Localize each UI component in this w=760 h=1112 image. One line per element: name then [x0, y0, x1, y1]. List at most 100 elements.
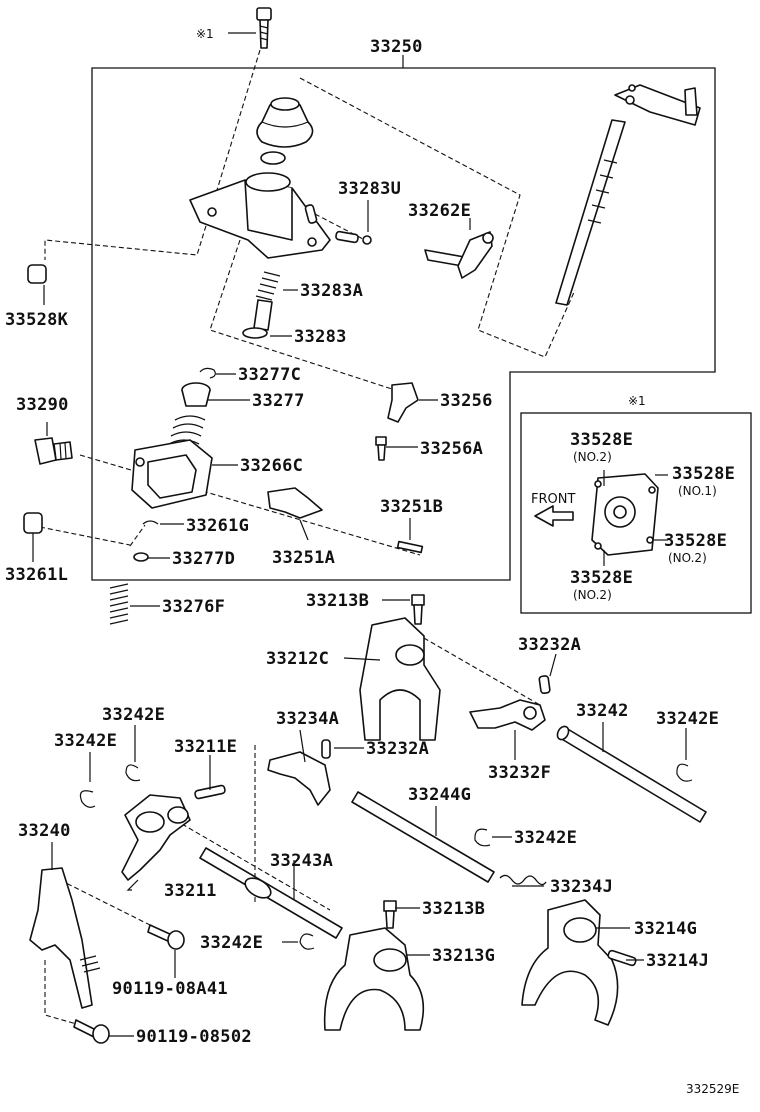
- label-33266C: 33266C: [240, 456, 303, 476]
- ball-icon: [362, 235, 372, 245]
- label-33256: 33256: [440, 391, 493, 411]
- ring-33242E-right-icon: [676, 763, 693, 782]
- inset-label-3-sub: (NO.2): [668, 551, 707, 565]
- label-33214G: 33214G: [634, 919, 697, 939]
- label-33251A: 33251A: [272, 548, 335, 568]
- spring-33234J-icon: [499, 874, 547, 886]
- pin-33251B-icon: [396, 540, 424, 554]
- reference-code: 332529E: [686, 1082, 739, 1096]
- inset-label-1-sub: (NO.2): [573, 450, 612, 464]
- lever-33240-icon: [29, 867, 101, 1009]
- ring-33242E-low-icon: [299, 933, 315, 950]
- boot-icon: [256, 97, 314, 165]
- plate-33266C-icon: [131, 439, 213, 509]
- inset-case-icon: [534, 473, 659, 556]
- label-33283: 33283: [294, 327, 347, 347]
- bolt-33256A-icon: [375, 436, 387, 461]
- label-33232A-top: 33232A: [518, 635, 581, 655]
- pin-33211E-icon: [194, 784, 226, 800]
- fork-33213G-icon: [323, 927, 425, 1031]
- pin-33214J-icon: [607, 949, 637, 967]
- label-33251B: 33251B: [380, 497, 443, 517]
- pin-33232A-top-icon: [538, 675, 551, 695]
- label-33213B-top: 33213B: [306, 591, 369, 611]
- label-33211E: 33211E: [174, 737, 237, 757]
- seat-33277D-icon: [133, 552, 149, 562]
- seat-33277-icon: [181, 382, 211, 407]
- shaft-33244G-icon: [351, 791, 495, 883]
- label-33277: 33277: [252, 391, 305, 411]
- label-33277D: 33277D: [172, 549, 235, 569]
- inset-label-3: 33528E: [664, 531, 727, 551]
- label-33261G: 33261G: [186, 516, 249, 536]
- label-33240: 33240: [18, 821, 71, 841]
- fork-head-33234A-icon: [267, 751, 331, 806]
- lever-33262E-icon: [424, 231, 494, 279]
- inset-label-1: 33528E: [570, 430, 633, 450]
- label-33262E: 33262E: [408, 201, 471, 221]
- label-90119-08502: 90119-08502: [136, 1027, 252, 1047]
- part-33232F-icon: [469, 699, 546, 731]
- inset-label-2-sub: (NO.1): [678, 484, 717, 498]
- note-marker-top: ※1: [196, 27, 214, 41]
- pin-icon: [335, 230, 359, 244]
- lever-33211-icon: [121, 794, 191, 881]
- spring-33276F-icon: [109, 583, 129, 625]
- label-33283A: 33283A: [300, 281, 363, 301]
- pin-33283U-icon: [304, 204, 318, 224]
- snap-ring-33277C-icon: [199, 367, 216, 379]
- bolt-33213B-top-icon: [411, 594, 425, 625]
- bolt-90119-08A41-icon: [147, 924, 185, 950]
- shift-shaft-icon: [555, 84, 701, 306]
- inset-note-marker: ※1: [628, 394, 646, 408]
- ring-33242E-mid-icon: [474, 828, 491, 847]
- label-33242E-b: 33242E: [54, 731, 117, 751]
- label-33234A: 33234A: [276, 709, 339, 729]
- pin-33283-icon: [242, 299, 273, 339]
- lever-33256-icon: [387, 382, 419, 423]
- label-33250: 33250: [370, 37, 423, 57]
- plug-33261L-icon: [23, 512, 43, 534]
- label-33261L: 33261L: [5, 565, 68, 585]
- plug-33528K-icon: [27, 264, 47, 284]
- label-33243A: 33243A: [270, 851, 333, 871]
- label-90119-08A41: 90119-08A41: [112, 979, 228, 999]
- bolt-90119-08502-icon: [73, 1019, 110, 1044]
- label-33212C: 33212C: [266, 649, 329, 669]
- label-33234J: 33234J: [550, 877, 613, 897]
- label-33283U: 33283U: [338, 179, 401, 199]
- shaft-33242-icon: [556, 725, 707, 823]
- label-33244G: 33244G: [408, 785, 471, 805]
- label-33213G: 33213G: [432, 946, 495, 966]
- inset-label-2: 33528E: [672, 464, 735, 484]
- label-33528K: 33528K: [5, 310, 69, 330]
- ring-33242E-a-icon: [79, 790, 96, 808]
- label-33256A: 33256A: [420, 439, 483, 459]
- label-33290: 33290: [16, 395, 69, 415]
- plug-33290-icon: [34, 437, 73, 465]
- assembly-33250-box: [91, 67, 716, 581]
- label-33242: 33242: [576, 701, 629, 721]
- label-33242E-right: 33242E: [656, 709, 719, 729]
- label-33213B-bottom: 33213B: [422, 899, 485, 919]
- label-33211: 33211: [164, 881, 217, 901]
- shaft-33243A-icon: [199, 847, 343, 939]
- inset-label-4: 33528E: [570, 568, 633, 588]
- spring-33283A-icon: [255, 271, 281, 301]
- fork-33214G-icon: [521, 899, 619, 1026]
- fork-33212C-icon: [359, 617, 441, 741]
- pin-33232A-mid-icon: [321, 739, 331, 759]
- label-33242E-a: 33242E: [102, 705, 165, 725]
- label-33232A-mid: 33232A: [366, 739, 429, 759]
- ring-33242E-b-icon: [125, 764, 141, 782]
- part-33251A-icon: [267, 487, 323, 519]
- front-label: FRONT: [531, 492, 575, 507]
- label-33214J: 33214J: [646, 951, 709, 971]
- bolt-top-icon: [256, 7, 272, 49]
- label-33242E-low: 33242E: [200, 933, 263, 953]
- spring-33277-icon: [168, 415, 206, 445]
- label-33276F: 33276F: [162, 597, 225, 617]
- label-33277C: 33277C: [238, 365, 301, 385]
